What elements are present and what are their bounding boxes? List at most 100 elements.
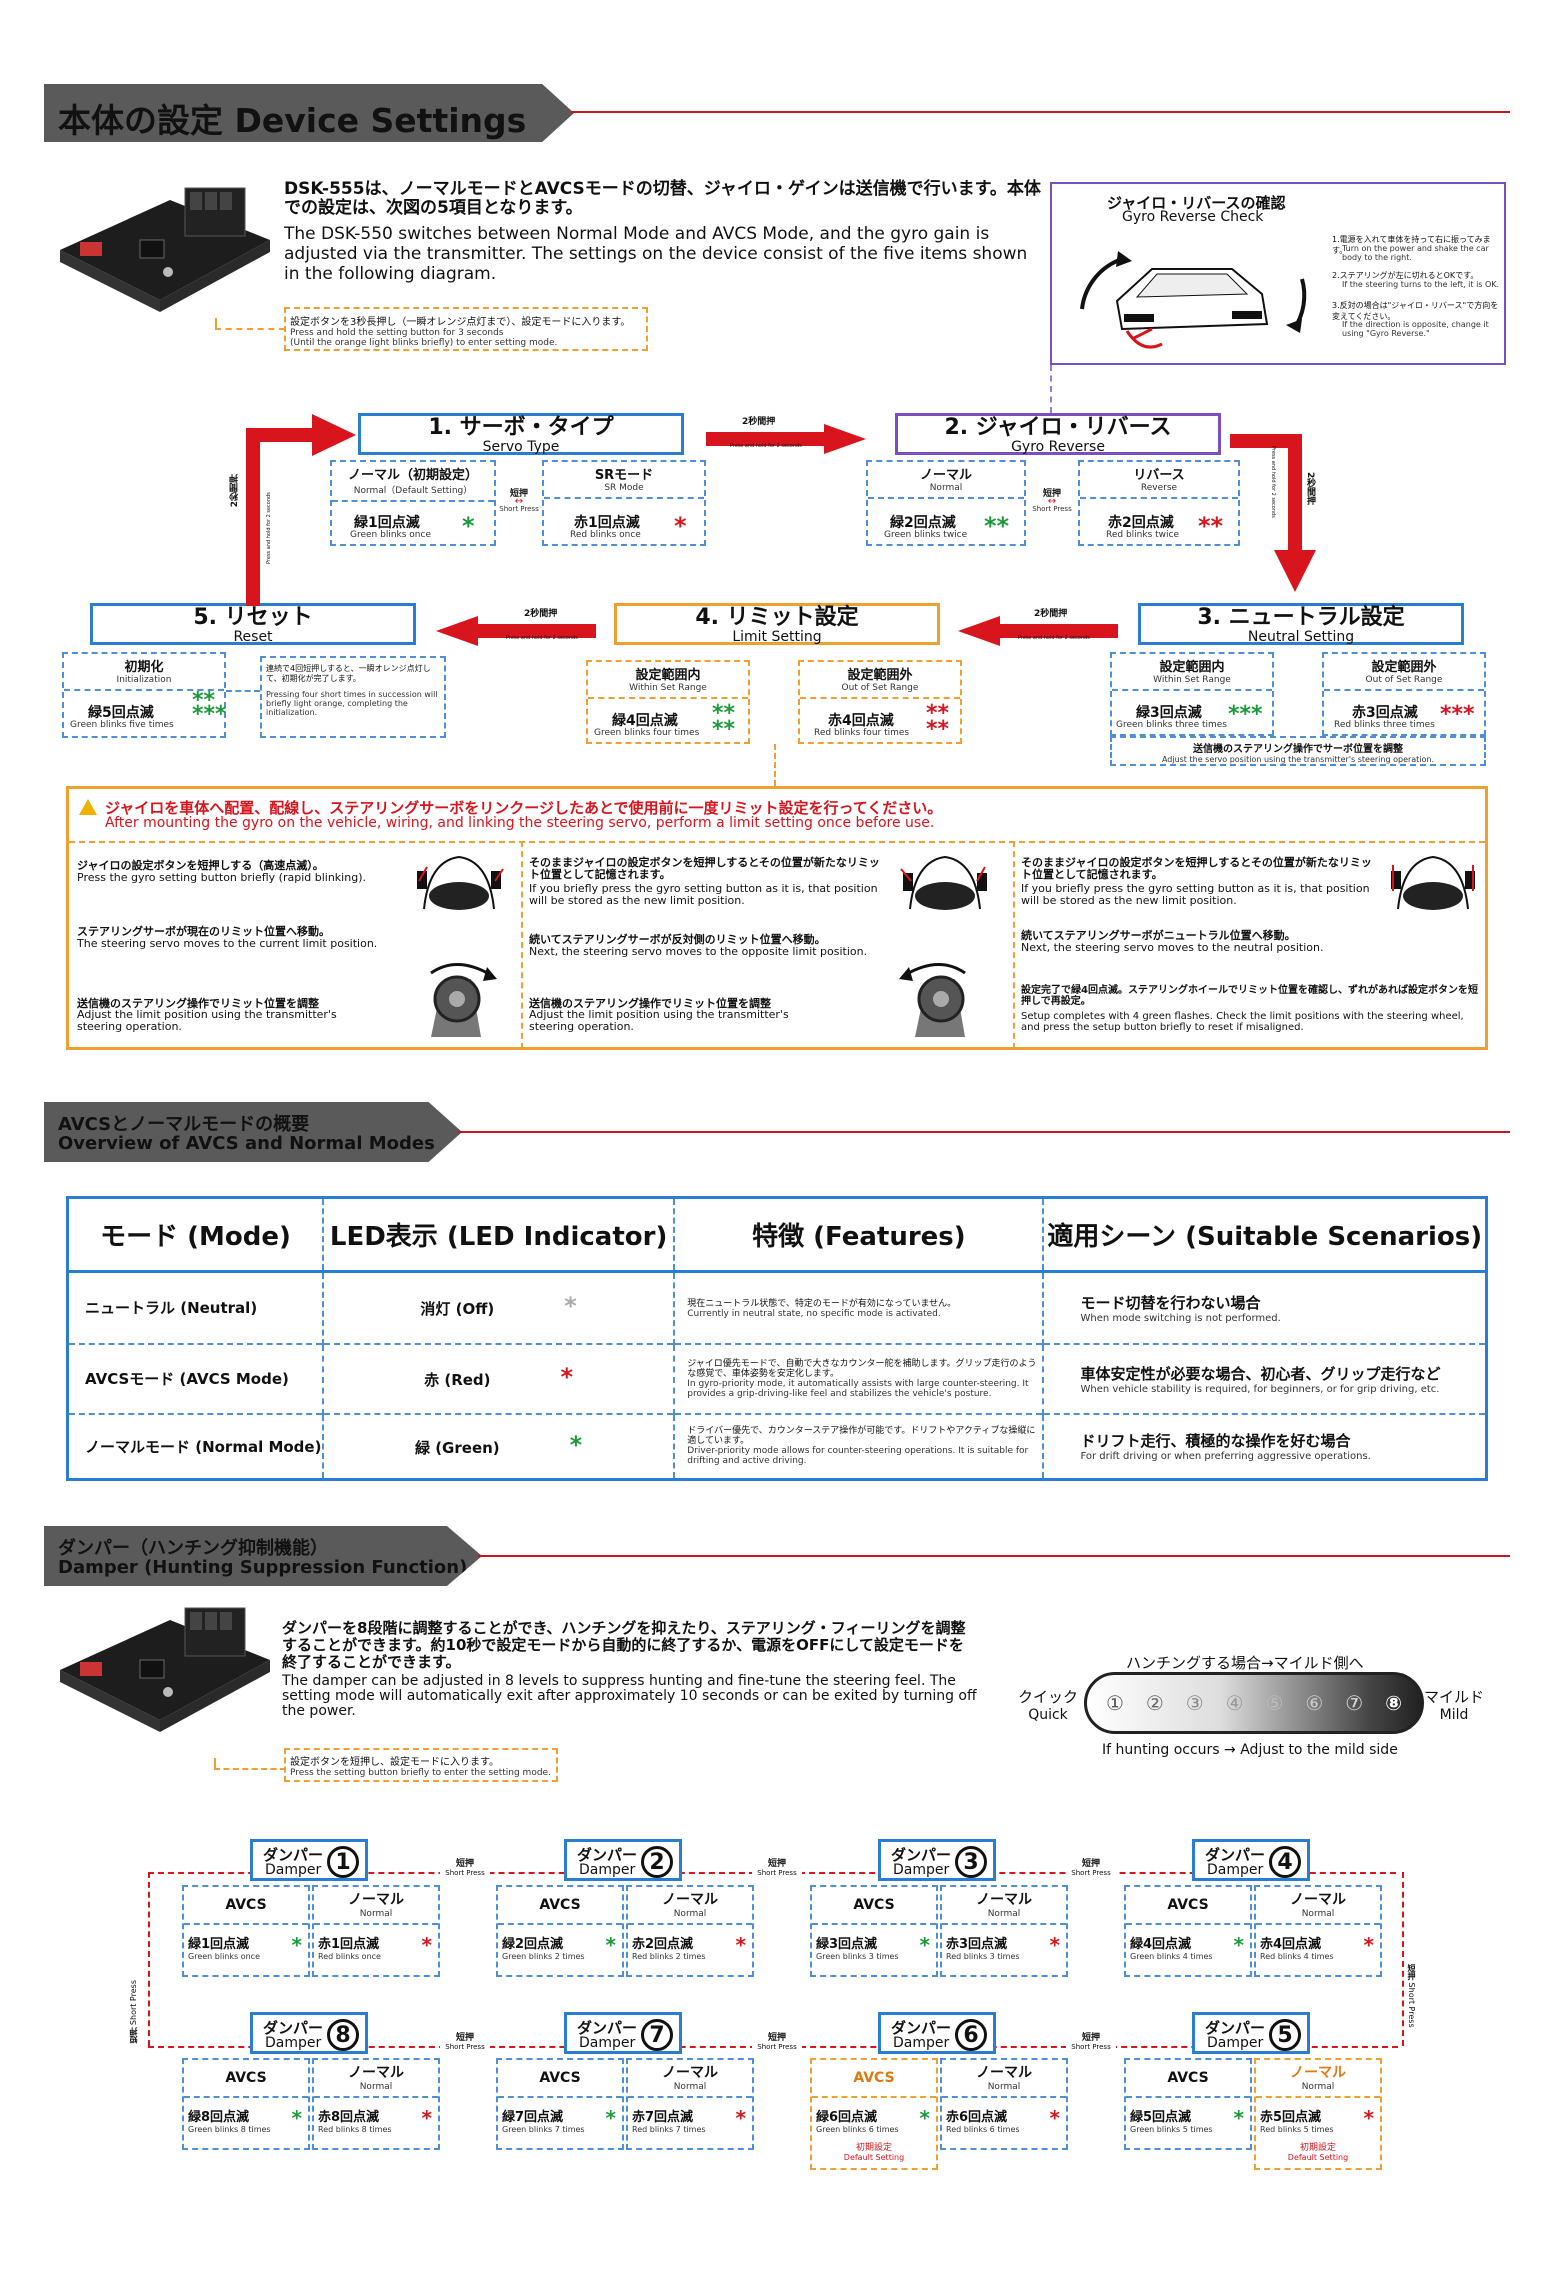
short-press-en: Short Press bbox=[129, 1980, 138, 2026]
row-led: 消灯 (Off)* bbox=[321, 1270, 675, 1344]
step4-title-box: 4. リミット設定 Limit Setting bbox=[614, 603, 940, 645]
damper-title-jp: ダンパー bbox=[1205, 1846, 1266, 1864]
step2-opt-a: ノーマル Normal 緑2回点滅 Green blinks twice ** bbox=[866, 460, 1026, 546]
step4-title-en: Limit Setting bbox=[732, 629, 822, 645]
green-blink-jp: 緑7回点滅 bbox=[502, 2110, 564, 2125]
divider bbox=[64, 689, 224, 691]
step5-desc: 連続で4回短押しすると、一瞬オレンジ点灯して、初期化が完了します。 Pressi… bbox=[260, 656, 446, 738]
short-press-en: Short Press bbox=[1032, 505, 1072, 513]
w3-s1-en: If you briefly press the gyro setting bu… bbox=[1021, 882, 1370, 907]
level-5: ⑤ bbox=[1265, 1691, 1284, 1715]
red-led-icon: * bbox=[1363, 1933, 1374, 1957]
step3-note-jp: 送信機のステアリング操作でサーボ位置を調整 bbox=[1193, 744, 1403, 755]
level-8: ⑧ bbox=[1385, 1691, 1403, 1715]
normal-label-en: Normal bbox=[987, 1909, 1021, 1919]
normal-label-jp: ノーマル bbox=[976, 2065, 1032, 2081]
gyro-check-title-en: Gyro Reverse Check bbox=[1122, 209, 1264, 225]
step5-opt: 初期化 Initialization 緑5回点滅 Green blinks fi… bbox=[62, 652, 227, 738]
warning-box: ジャイロを車体へ配置、配線し、ステアリングサーボをリンクージしたあとで使用前に一… bbox=[66, 786, 1488, 1050]
w1-s2-en: The steering servo moves to the current … bbox=[77, 937, 378, 950]
section3-header-line bbox=[478, 1555, 1510, 1557]
transmitter-icon bbox=[895, 959, 985, 1039]
green-led-icon: * bbox=[1233, 2106, 1244, 2130]
damper-level-number: 3 bbox=[955, 1846, 987, 1878]
short-press-jp: 短押 bbox=[1407, 1964, 1416, 1980]
step5-led-en: Green blinks five times bbox=[70, 720, 174, 730]
normal-label-jp: ノーマル bbox=[662, 2065, 718, 2081]
step3-title-jp: 3. ニュートラル設定 bbox=[1197, 605, 1405, 630]
normal-label-en: Normal bbox=[1301, 1909, 1335, 1919]
level-1: ① bbox=[1105, 1691, 1124, 1715]
warning-en: After mounting the gyro on the vehicle, … bbox=[105, 815, 935, 831]
red-blink-en: Red blinks 2 times bbox=[632, 1952, 706, 1961]
section2-header-line bbox=[458, 1131, 1510, 1133]
step3-led-b-jp: 赤3回点滅 bbox=[1352, 705, 1418, 721]
default-label-en: Default Setting bbox=[843, 2153, 905, 2162]
scale-note: If hunting occurs → Adjust to the mild s… bbox=[1102, 1742, 1398, 1758]
section3-title-en: Damper (Hunting Suppression Function) bbox=[58, 1557, 468, 1578]
gyro-connector bbox=[1050, 365, 1052, 413]
damper-level-number: 5 bbox=[1269, 2019, 1301, 2051]
divider bbox=[942, 2096, 1066, 2098]
quick-en: Quick bbox=[1028, 1707, 1068, 1723]
row-mode: ノーマルモード (Normal Mode) bbox=[67, 1412, 323, 1480]
w3-s2-en: Next, the steering servo moves to the ne… bbox=[1021, 941, 1324, 954]
step1-led-b-jp: 赤1回点滅 bbox=[574, 515, 640, 531]
red-led-icon: * bbox=[735, 1933, 746, 1957]
red-led-icon: **** bbox=[926, 701, 950, 742]
normal-label-jp: ノーマル bbox=[662, 1892, 718, 1908]
step4-opt-a-jp: 設定範囲内 bbox=[635, 668, 701, 683]
w1-s1-en: Press the gyro setting button briefly (r… bbox=[77, 871, 366, 884]
red-blink-en: Red blinks 5 times bbox=[1260, 2125, 1334, 2134]
damper-callout: 設定ボタンを短押し、設定モードに入ります。 Press the setting … bbox=[284, 1748, 558, 1782]
double-arrow-icon: ↔ bbox=[514, 496, 524, 507]
divider bbox=[800, 697, 960, 699]
green-led-icon: * bbox=[605, 2106, 616, 2130]
default-label-en: Default Setting bbox=[1287, 2153, 1349, 2162]
feat-jp: 現在ニュートラル状態で、特定のモードが有効になっていません。 bbox=[687, 1299, 957, 1310]
arrow-5-to-1: 2秒間押 Press and hold for 2 seconds bbox=[230, 414, 362, 608]
device-image bbox=[50, 1600, 280, 1740]
green-led-icon: ***** bbox=[192, 688, 227, 727]
scene-jp: モード切替を行わない場合 bbox=[1080, 1293, 1261, 1312]
step1-opt-b-jp: SRモード bbox=[594, 468, 654, 483]
w3-s2-jp: 続いてステアリングサーボがニュートラル位置へ移動。 bbox=[1021, 929, 1296, 942]
gyro-step1-jp: 1.電源を入れて車体を持って右に振ってみます。 bbox=[1332, 235, 1491, 255]
warning-col-divider-2 bbox=[1013, 841, 1015, 1049]
level-7: ⑦ bbox=[1345, 1691, 1364, 1715]
step3-led-a-en: Green blinks three times bbox=[1116, 720, 1227, 730]
red-led-icon: *** bbox=[1440, 702, 1475, 727]
damper-level-number: 8 bbox=[327, 2019, 359, 2051]
red-blink-jp: 赤7回点滅 bbox=[632, 2110, 694, 2125]
damper-title-jp: ダンパー bbox=[577, 2019, 638, 2037]
red-blink-jp: 赤6回点滅 bbox=[946, 2110, 1008, 2125]
table-header-row: モード (Mode) LED表示 (LED Indicator) 特徴 (Fea… bbox=[67, 1196, 1487, 1273]
step5-title-box: 5. リセット Reset bbox=[90, 603, 416, 645]
red-blink-en: Red blinks 7 times bbox=[632, 2125, 706, 2134]
damper-title-jp: ダンパー bbox=[263, 2019, 324, 2037]
scene-en: When mode switching is not performed. bbox=[1080, 1312, 1281, 1324]
divider bbox=[588, 697, 748, 699]
divider bbox=[184, 1923, 308, 1925]
damper-level-number: 6 bbox=[955, 2019, 987, 2051]
red-blink-jp: 赤1回点滅 bbox=[318, 1937, 380, 1952]
scale-title: ハンチングする場合→マイルド側へ bbox=[1126, 1654, 1364, 1672]
callout-en2: (Until the orange light blinks briefly) … bbox=[290, 338, 558, 348]
damper-callout-jp: 設定ボタンを短押し、設定モードに入ります。 bbox=[290, 1757, 499, 1768]
step1-led-a-jp: 緑1回点滅 bbox=[354, 515, 420, 531]
led-label: 赤 (Red) bbox=[424, 1371, 491, 1389]
normal-label-jp: ノーマル bbox=[348, 2065, 404, 2081]
red-blink-jp: 赤2回点滅 bbox=[632, 1937, 694, 1952]
arrow-label-en: Press and hold for 2 seconds bbox=[1270, 446, 1276, 518]
step2-short-press: 短押 ↔ Short Press bbox=[1030, 486, 1074, 513]
green-blink-en: Green blinks 2 times bbox=[502, 1952, 585, 1961]
row-led: 緑 (Green)* bbox=[321, 1412, 675, 1480]
damper-title-en: Damper bbox=[579, 2035, 636, 2051]
green-led-icon: ** bbox=[984, 512, 1010, 540]
